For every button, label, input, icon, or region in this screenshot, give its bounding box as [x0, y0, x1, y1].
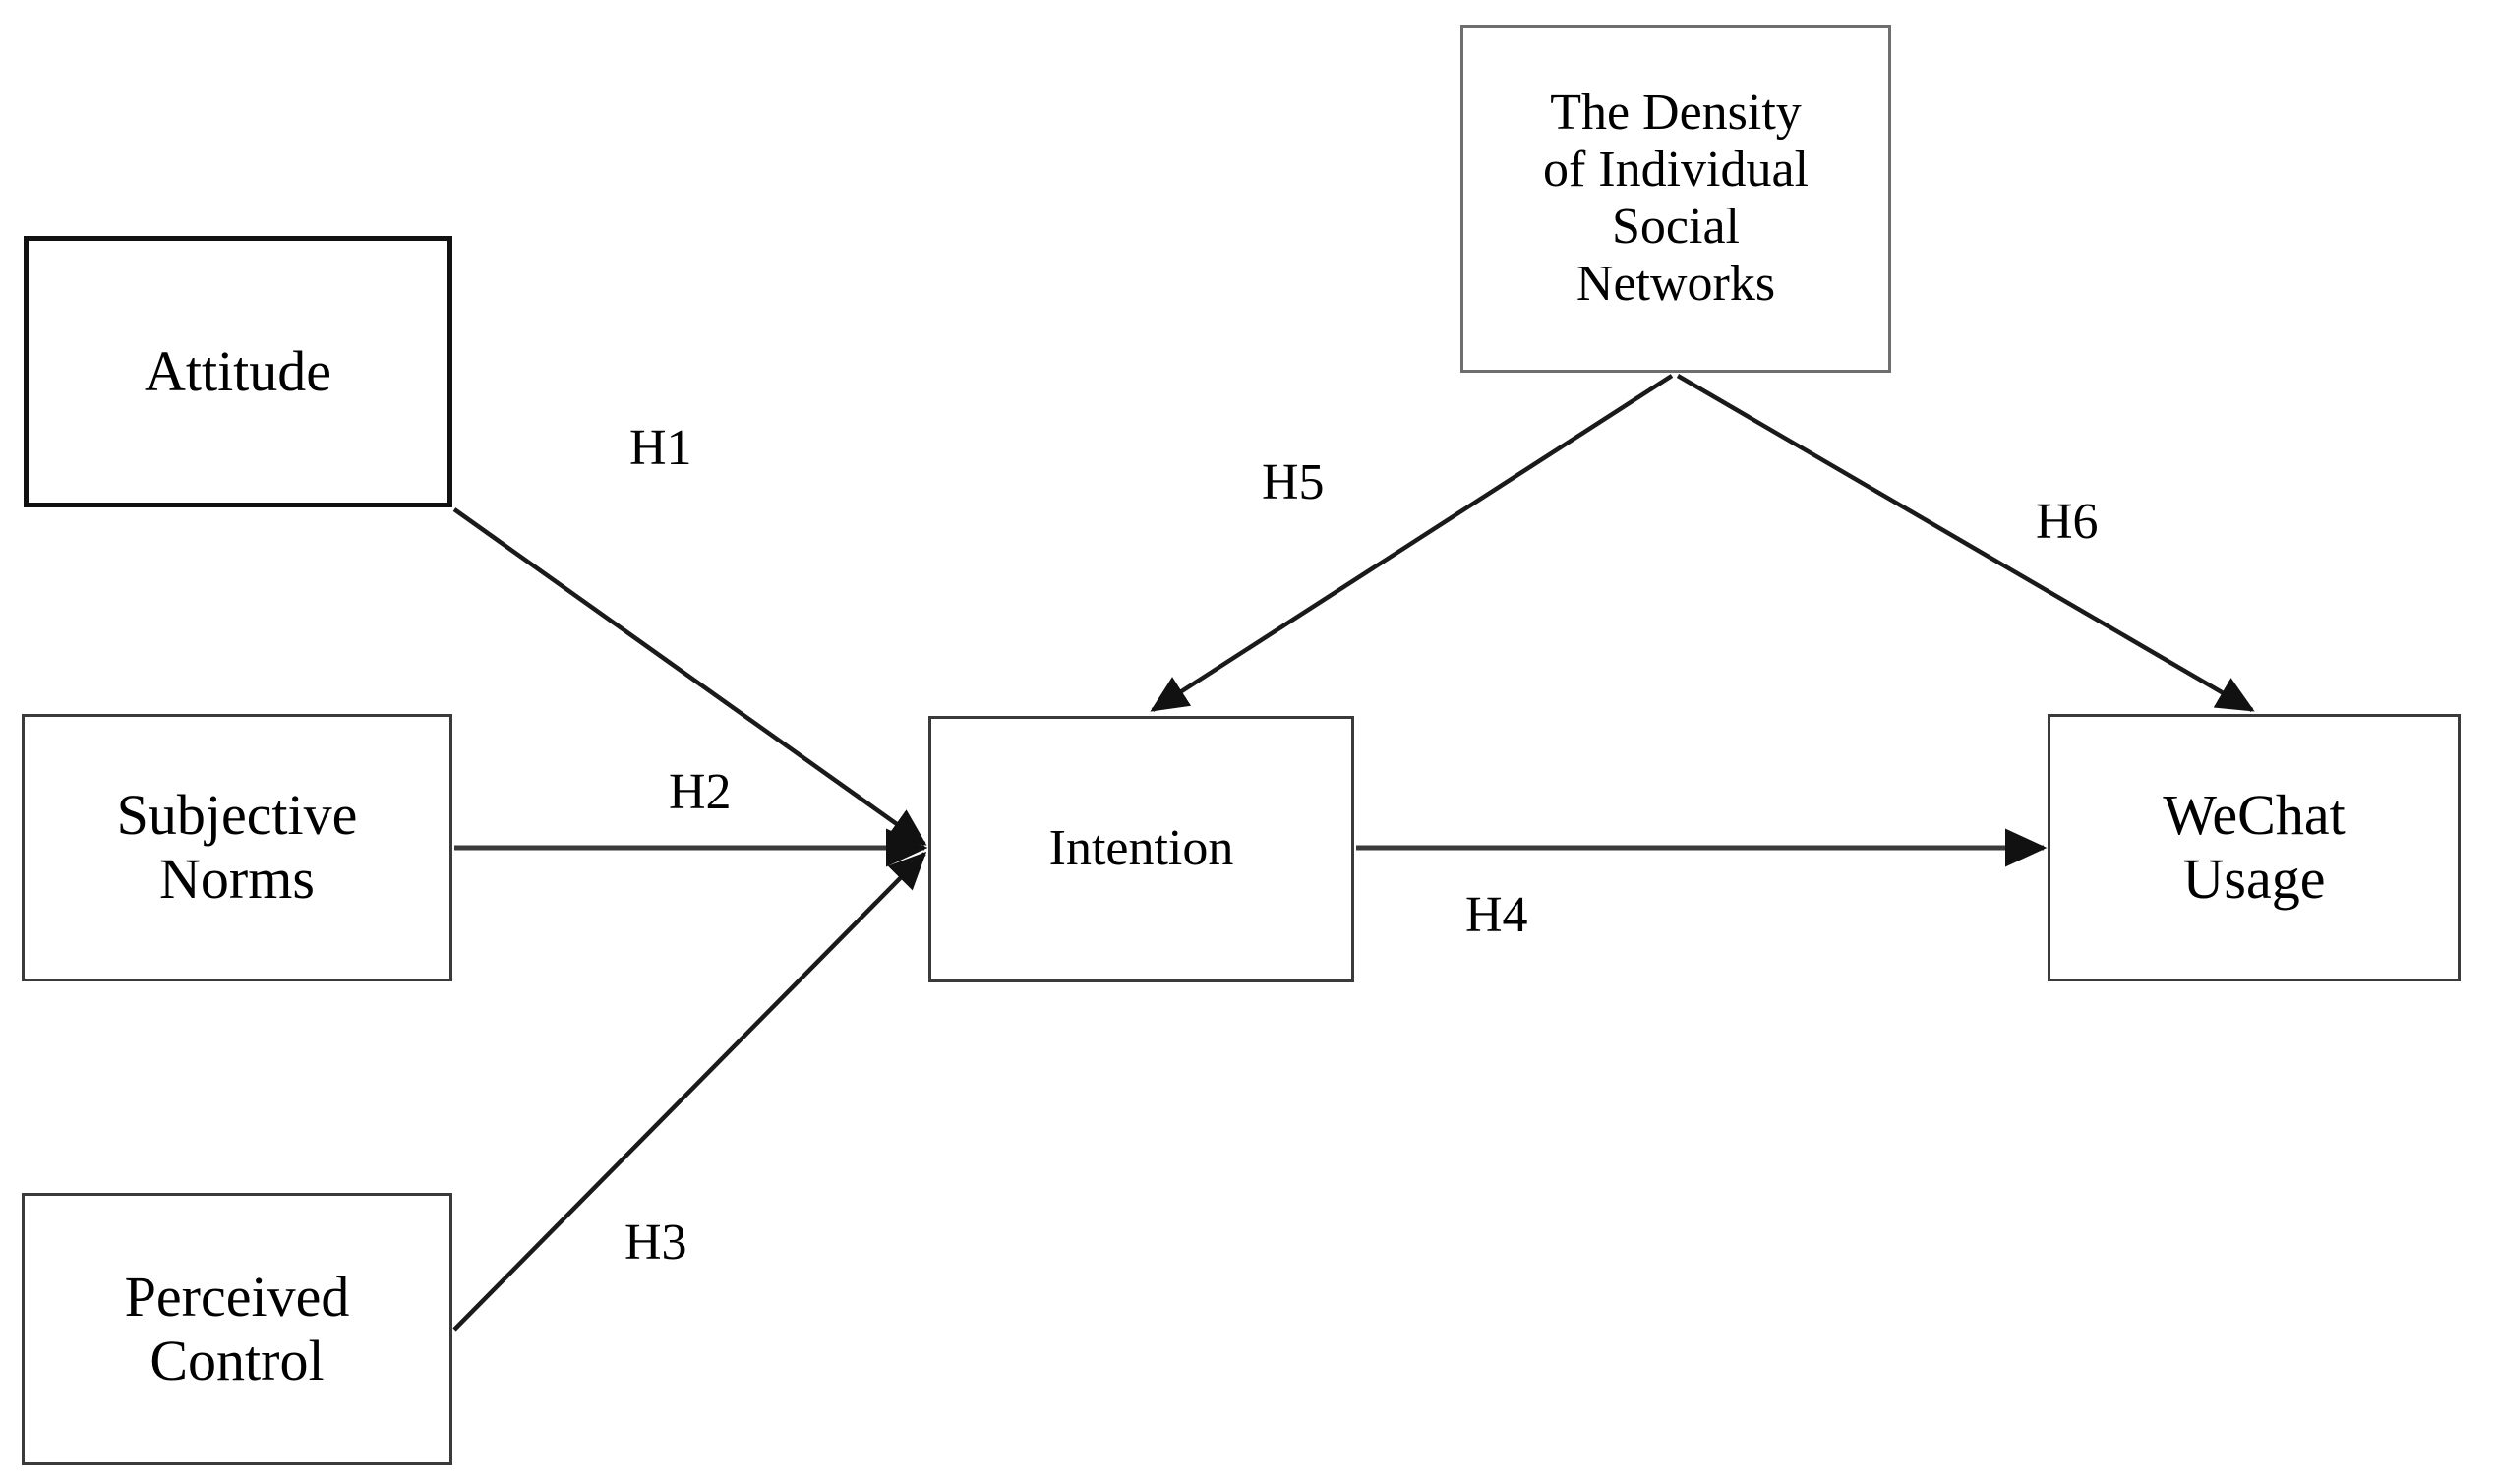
- node-wechat-usage[interactable]: WeChat Usage: [2048, 714, 2461, 981]
- node-intention[interactable]: Intention: [928, 716, 1354, 982]
- node-attitude[interactable]: Attitude: [24, 236, 452, 507]
- edge-label-h4: H4: [1465, 887, 1528, 943]
- edge-label-h2: H2: [669, 764, 732, 820]
- node-density-of-individual-social-networks[interactable]: The Density of Individual Social Network…: [1460, 25, 1891, 373]
- edge-label-h3: H3: [624, 1215, 687, 1271]
- edge-h5-line: [1150, 374, 1674, 712]
- edge-label-h5: H5: [1262, 454, 1325, 510]
- edge-label-h6: H6: [2036, 494, 2099, 550]
- node-subjective-norms[interactable]: Subjective Norms: [22, 714, 452, 981]
- edge-h6-line: [1676, 374, 2255, 712]
- edge-h3-line: [452, 851, 927, 1332]
- edge-label-h1: H1: [629, 420, 692, 476]
- node-perceived-control[interactable]: Perceived Control: [22, 1193, 452, 1465]
